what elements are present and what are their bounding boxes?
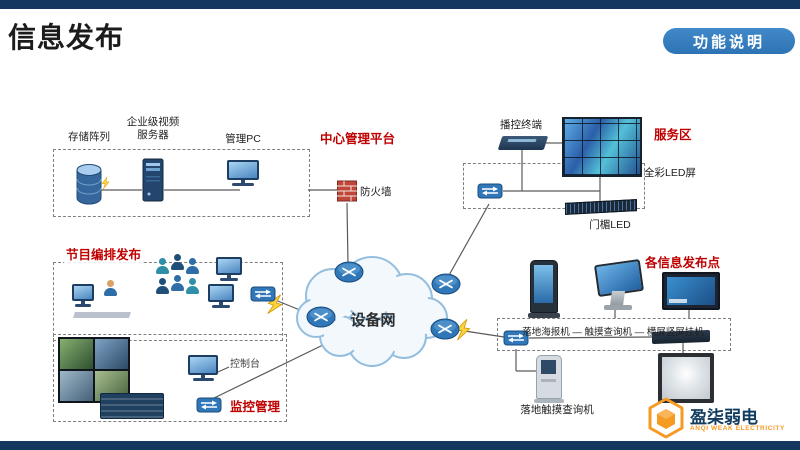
company-logo-icon <box>648 397 684 439</box>
switch-icon <box>503 330 529 346</box>
router-icon <box>431 273 461 295</box>
floor-touch-kiosk-icon <box>534 355 564 403</box>
firewall-label: 防火墙 <box>360 186 392 198</box>
video-wall-icon <box>58 337 130 403</box>
monitor-mgmt-label: 监控管理 <box>228 400 283 415</box>
user-group-icon <box>154 254 204 304</box>
router-icon <box>306 306 336 328</box>
video-server-icon <box>142 158 164 202</box>
service-area-label: 服务区 <box>652 128 694 143</box>
switch-icon <box>196 397 222 413</box>
function-description-button[interactable]: 功能说明 <box>663 28 795 54</box>
publish-points-label: 各信息发布点 <box>643 256 723 271</box>
center-platform-label: 中心管理平台 <box>318 132 398 147</box>
router-icon <box>334 261 364 283</box>
device-network-label: 设备网 <box>350 312 396 329</box>
center-platform-group <box>53 149 310 217</box>
company-logo-name: 盈柒弱电 <box>690 408 758 427</box>
broadcast-terminal-icon <box>497 136 549 150</box>
bottom-bar <box>0 441 800 450</box>
publish-row-label: 落地海报机 — 触摸查询机 — 横屏竖屏挂机 <box>522 327 704 338</box>
switch-icon <box>477 183 503 199</box>
broadcast-terminal-label: 播控终端 <box>500 119 542 131</box>
touch-table-icon <box>590 258 645 312</box>
console-label: 控制台 <box>230 359 260 370</box>
editing-pc-icon <box>216 257 242 281</box>
router-icon <box>430 318 460 340</box>
management-pc-icon <box>227 160 259 186</box>
editing-pc-icon <box>208 284 234 308</box>
service-area-group <box>463 163 645 209</box>
company-logo-subtitle: ANQI WEAK ELECTRICITY <box>690 425 785 432</box>
floor-poster-kiosk-icon <box>528 260 560 318</box>
storage-array-label: 存储阵列 <box>68 131 110 143</box>
storage-array-icon <box>76 164 102 205</box>
recorder-server-icon <box>100 393 164 419</box>
lintel-led-icon <box>565 199 637 215</box>
framed-display-icon <box>658 353 714 403</box>
top-bar <box>0 0 800 9</box>
firewall-icon <box>337 180 357 202</box>
management-pc-label: 管理PC <box>225 133 261 145</box>
operator-workstation-icon <box>72 276 136 334</box>
lintel-led-label: 门楣LED <box>589 219 631 231</box>
floor-touch-kiosk-label: 落地触摸查询机 <box>520 404 594 416</box>
program-publish-label: 节目编排发布 <box>64 248 144 263</box>
console-monitor-icon <box>188 355 218 381</box>
video-server-label: 企业级视频服务器 <box>126 116 180 141</box>
led-screen-label: 全彩LED屏 <box>644 167 696 179</box>
led-screen-icon <box>562 117 642 177</box>
wall-display-icon <box>662 272 720 310</box>
switch-icon <box>250 286 276 302</box>
page-title: 信息发布 <box>8 22 125 53</box>
